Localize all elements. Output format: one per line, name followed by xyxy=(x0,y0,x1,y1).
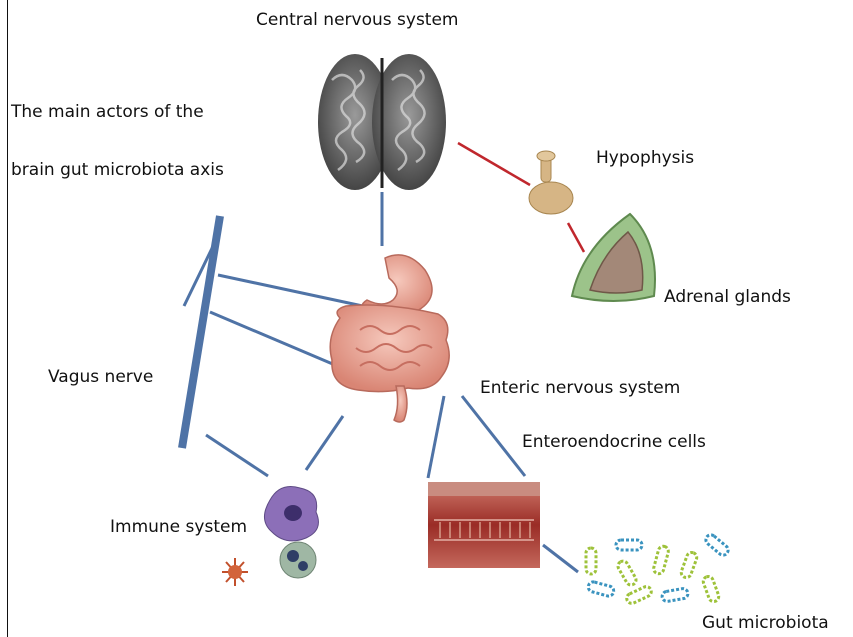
label-gut-microbiota: Gut microbiota xyxy=(702,613,829,633)
gut-to-tissue-line xyxy=(428,396,444,478)
adrenal-gland-illustration xyxy=(572,214,655,301)
brain-illustration xyxy=(318,54,446,190)
vagus-to-immune-line xyxy=(206,435,268,476)
label-central-nervous-system: Central nervous system xyxy=(256,10,458,30)
bacteria-illustration xyxy=(586,533,730,605)
title-line-1: The main actors of the xyxy=(11,102,204,122)
label-enteric-nervous-system: Enteric nervous system xyxy=(480,378,680,398)
vagus-nerve-trunk xyxy=(182,216,220,448)
title-line-2: brain gut microbiota axis xyxy=(11,160,224,180)
label-enteroendocrine-cells: Enteroendocrine cells xyxy=(522,432,706,452)
label-hypophysis: Hypophysis xyxy=(596,148,694,168)
gut-to-immune-line xyxy=(306,416,343,470)
vagus-to-stomach-line xyxy=(218,275,372,308)
label-vagus-nerve: Vagus nerve xyxy=(48,367,153,387)
gut-to-eec-line xyxy=(462,396,525,476)
tissue-to-microbiota-line xyxy=(543,545,578,572)
gut-illustration xyxy=(330,255,449,422)
hypophysis-illustration xyxy=(529,151,573,214)
label-adrenal-glands: Adrenal glands xyxy=(664,287,791,307)
label-immune-system: Immune system xyxy=(110,517,247,537)
intestinal-tissue-illustration xyxy=(428,482,540,568)
vagus-to-intestine-line xyxy=(210,312,335,365)
